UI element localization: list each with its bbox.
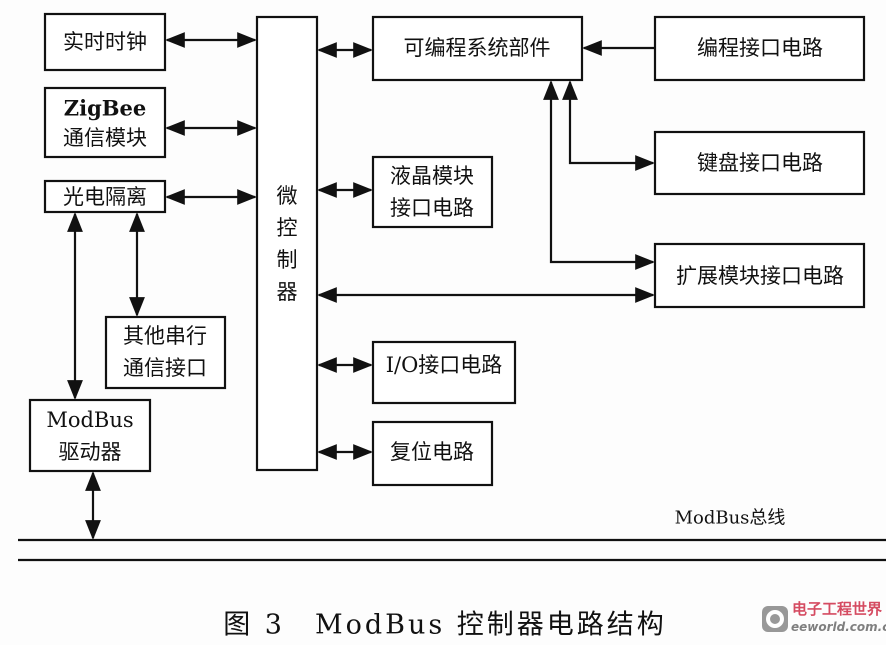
svg-text:键盘接口电路: 键盘接口电路 [697, 151, 823, 175]
block-lcd: 液晶模块 接口电路 [371, 155, 494, 229]
svg-text:eeworld.com.cn: eeworld.com.cn [791, 620, 886, 634]
svg-text:ModBus: ModBus [46, 408, 133, 432]
block-reset: 复位电路 [371, 420, 494, 487]
svg-text:通信模块: 通信模块 [63, 126, 147, 150]
svg-text:通信接口: 通信接口 [123, 356, 207, 380]
block-mcu: 微 控 制 器 [255, 15, 319, 472]
block-rtc: 实时时钟 [43, 12, 167, 72]
svg-text:可编程系统部件: 可编程系统部件 [404, 36, 551, 60]
block-zigbee: ZigBee 通信模块 [43, 86, 167, 159]
connectors [67, 32, 655, 540]
svg-text:复位电路: 复位电路 [390, 440, 474, 464]
svg-text:接口电路: 接口电路 [390, 196, 474, 220]
block-keyboard: 键盘接口电路 [653, 130, 866, 196]
block-modbus-driver: ModBus 驱动器 [28, 398, 152, 473]
svg-text:液晶模块: 液晶模块 [390, 164, 474, 188]
svg-text:ZigBee: ZigBee [64, 96, 146, 121]
svg-text:其他串行: 其他串行 [123, 324, 207, 348]
svg-text:扩展模块接口电路: 扩展模块接口电路 [676, 264, 844, 288]
arrow-programmable-expansion [543, 80, 655, 270]
svg-text:I/O接口电路: I/O接口电路 [386, 353, 503, 377]
svg-text:驱动器: 驱动器 [59, 440, 122, 464]
figure-caption: 图 3 ModBus 控制器电路结构 [223, 610, 667, 641]
block-other-serial: 其他串行 通信接口 [104, 315, 227, 390]
svg-text:微: 微 [277, 184, 298, 208]
svg-text:器: 器 [277, 280, 298, 304]
bus-label: ModBus总线 [675, 508, 786, 529]
watermark-logo: 电子工程世界 eeworld.com.cn [762, 600, 886, 634]
block-io: I/O接口电路 [371, 340, 517, 405]
svg-text:控: 控 [277, 216, 298, 240]
block-prog-interface: 编程接口电路 [653, 15, 866, 82]
svg-text:实时时钟: 实时时钟 [63, 30, 147, 54]
block-expansion: 扩展模块接口电路 [653, 242, 866, 309]
svg-text:编程接口电路: 编程接口电路 [697, 36, 823, 60]
svg-text:电子工程世界: 电子工程世界 [792, 600, 882, 618]
svg-text:制: 制 [277, 248, 298, 272]
svg-text:光电隔离: 光电隔离 [63, 185, 147, 209]
arrow-programmable-keyboard [562, 80, 655, 171]
block-programmable: 可编程系统部件 [371, 15, 584, 82]
block-opto-isolation: 光电隔离 [43, 179, 167, 214]
